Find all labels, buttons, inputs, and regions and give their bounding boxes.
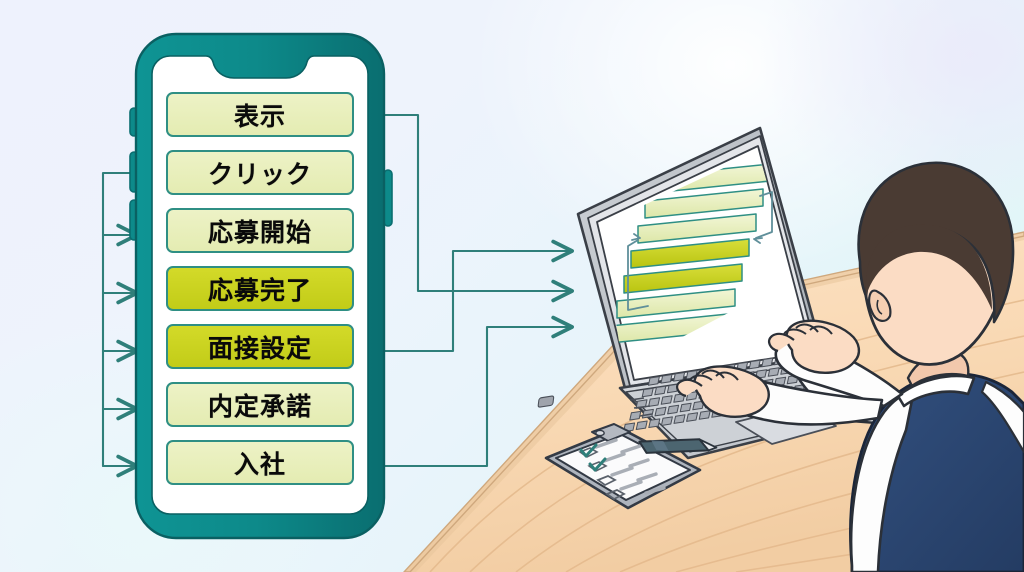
laptop-key[interactable]: [654, 385, 667, 396]
clipboard-checklist: [578, 438, 666, 501]
pen: [638, 438, 718, 454]
phone-stage-5[interactable]: 面接設定: [166, 324, 354, 369]
phone-stage-7[interactable]: 入社: [166, 440, 354, 485]
laptop-key[interactable]: [748, 359, 761, 370]
phone-stage-4[interactable]: 応募完了: [166, 266, 354, 311]
laptop-key[interactable]: [761, 357, 774, 368]
phone-stage-label: 入社: [233, 449, 286, 479]
laptop-key[interactable]: [660, 395, 673, 405]
phone-stage-label: 応募開始: [207, 217, 312, 247]
laptop-key[interactable]: [654, 406, 667, 417]
phone-stage-label: 応募完了: [207, 275, 312, 305]
left-hand: [676, 365, 770, 418]
laptop-key[interactable]: [666, 383, 679, 394]
phone-stage-label: 内定承諾: [207, 391, 312, 421]
laptop-key[interactable]: [648, 418, 661, 428]
laptop-screen-connectors: [627, 191, 773, 311]
laptop-screen-bars: [609, 163, 771, 344]
laptop: [537, 126, 908, 460]
laptop-screen-bar-6: [616, 288, 736, 319]
laptop-screen-bar-4: [630, 238, 750, 269]
right-hand: [768, 319, 861, 374]
laptop-key[interactable]: [660, 416, 673, 426]
laptop-key[interactable]: [635, 420, 648, 431]
phone-stage-6[interactable]: 内定承諾: [166, 382, 354, 427]
laptop-key[interactable]: [673, 414, 686, 424]
phone-stage-label: 表示: [233, 101, 286, 131]
laptop-key[interactable]: [679, 402, 692, 413]
laptop-key[interactable]: [698, 410, 711, 420]
phone-stage-label: 面接設定: [207, 333, 312, 363]
laptop-screen-bar-2: [644, 188, 764, 219]
laptop-key[interactable]: [647, 376, 660, 386]
phone-stage-3[interactable]: 応募開始: [166, 208, 354, 253]
laptop-key[interactable]: [767, 367, 780, 377]
clipboard: [544, 423, 702, 510]
laptop-key[interactable]: [641, 387, 654, 398]
phone-stage-2[interactable]: クリック: [166, 150, 354, 195]
laptop-key[interactable]: [667, 404, 680, 415]
phone-stage-label: クリック: [207, 159, 312, 189]
laptop-key[interactable]: [629, 410, 642, 421]
laptop-key[interactable]: [660, 374, 673, 384]
laptop-key[interactable]: [686, 412, 699, 422]
person: [676, 161, 1024, 572]
laptop-screen-bar-5: [623, 263, 743, 294]
laptop-ports: [629, 397, 653, 417]
laptop-key[interactable]: [648, 397, 661, 407]
laptop-key[interactable]: [692, 400, 705, 411]
phone-stage-1[interactable]: 表示: [166, 92, 354, 137]
